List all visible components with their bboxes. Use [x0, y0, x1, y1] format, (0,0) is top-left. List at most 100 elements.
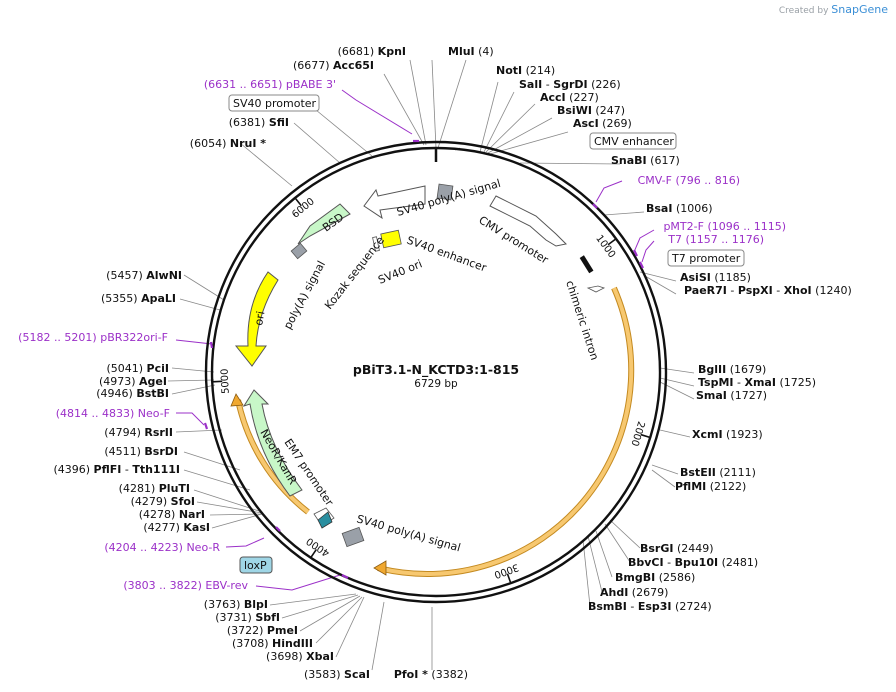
- site-position: (2586): [655, 571, 695, 584]
- box: [589, 132, 677, 150]
- site-position: (3382): [428, 668, 468, 681]
- primer-label: (5182 .. 5201) pBR322ori-F: [18, 331, 168, 344]
- restriction-site-label: BsiWI (247): [557, 104, 625, 117]
- site-position: (1240): [812, 284, 852, 297]
- site-name: RsrII: [144, 426, 173, 439]
- site-position: (1185): [711, 271, 751, 284]
- site-name: PaeR7I: [684, 284, 727, 297]
- sv40-polya-box-bottom: [341, 526, 365, 548]
- site-name: BsmBI: [588, 600, 627, 613]
- site-name: ScaI: [344, 668, 370, 681]
- primer-label: pMT2-F (1096 .. 1115): [663, 220, 786, 233]
- site-name: BsrDI: [144, 445, 178, 458]
- site-name: BstEII: [680, 466, 716, 479]
- restriction-site-label: XcmI (1923): [692, 428, 763, 441]
- site-position: (6054): [190, 137, 230, 150]
- restriction-site-label: BsrGI (2449): [640, 542, 714, 555]
- site-position: (6677): [293, 59, 333, 72]
- primer-name: CMV-F: [638, 174, 676, 187]
- primer-name: pMT2-F: [663, 220, 707, 233]
- restriction-site-label: (4278) NarI: [139, 508, 205, 521]
- restriction-site-label: MluI (4): [448, 45, 494, 58]
- restriction-site-label: (6677) Acc65I: [293, 59, 374, 72]
- restriction-site-label: (5457) AlwNI: [106, 269, 182, 282]
- plasmid-size: 6729 bp: [414, 378, 458, 390]
- primer-label: (4204 .. 4223) Neo-R: [104, 541, 220, 554]
- site-name: Acc65I: [333, 59, 374, 72]
- primer-label: (4814 .. 4833) Neo-F: [56, 407, 170, 420]
- site-position: (1923): [723, 428, 763, 441]
- primer-leader: [341, 89, 413, 135]
- restriction-site-label: (3731) SbfI: [215, 611, 280, 624]
- neor-kanr-arrow: [242, 389, 303, 497]
- site-name: KasI: [183, 521, 210, 534]
- primer-range: (5182 .. 5201): [18, 331, 100, 344]
- primer-name: Neo-F: [138, 407, 170, 420]
- site-position: (3583): [304, 668, 344, 681]
- site-name: HindIII: [272, 637, 313, 650]
- neor-arc-arrowhead: [230, 393, 244, 407]
- restriction-site-label: BglII (1679): [698, 363, 766, 376]
- site-position: (4281): [119, 482, 159, 495]
- site-position: (4973): [99, 375, 139, 388]
- boxed-label-sv40-promoter: SV40 promoter: [228, 94, 320, 112]
- site-name: NotI: [496, 64, 522, 77]
- restriction-site-label: (6381) SfiI: [229, 116, 289, 129]
- site-position: (5355): [101, 292, 141, 305]
- snapgene-brand: Created by SnapGene: [779, 3, 888, 16]
- restriction-site-label: SmaI (1727): [696, 389, 767, 402]
- site-position: (4278): [139, 508, 179, 521]
- box: [228, 94, 320, 112]
- restriction-site-label: AhdI (2679): [600, 586, 668, 599]
- site-name: BsrGI: [640, 542, 673, 555]
- restriction-site-label: AscI (269): [573, 117, 632, 130]
- site-position: (6381): [229, 116, 269, 129]
- site-name: XmaI: [744, 376, 775, 389]
- site-position: (4396): [53, 463, 93, 476]
- primer-range: (3803 .. 3822): [123, 579, 205, 592]
- restriction-site-label: (4396) PflFI - Tth111I: [53, 463, 180, 476]
- restriction-site-label: (4277) KasI: [143, 521, 210, 534]
- ori-arrow: [234, 271, 279, 367]
- site-name: AhdI: [600, 586, 628, 599]
- site-name: Esp3I: [638, 600, 672, 613]
- site-name: PspXI: [738, 284, 773, 297]
- plasmid-outer-ring: [204, 140, 668, 604]
- site-position: (4511): [104, 445, 144, 458]
- restriction-site-label: PfoI * (3382): [394, 668, 468, 681]
- kctd3-insert-arc-fill: [377, 287, 634, 577]
- site-name: BmgBI: [615, 571, 655, 584]
- site-name: BsiWI: [557, 104, 592, 117]
- created-by-text: Created by: [778, 6, 829, 16]
- primer-label: CMV-F (796 .. 816): [638, 174, 740, 187]
- feature-label: Kozak sequence: [322, 234, 387, 312]
- restriction-site-label: (3722) PmeI: [227, 624, 298, 637]
- primer-name: Neo-R: [186, 541, 220, 554]
- sv40-polya-arrow-top: [363, 185, 426, 220]
- restriction-site-label: PflMI (2122): [675, 480, 746, 493]
- site-position: (269): [599, 117, 632, 130]
- restriction-site-label: (4511) BsrDI: [104, 445, 178, 458]
- restriction-site-label: (5355) ApaLI: [101, 292, 176, 305]
- restriction-site-label: (4794) RsrII: [104, 426, 173, 439]
- site-position: (214): [522, 64, 555, 77]
- site-name: XcmI: [692, 428, 723, 441]
- restriction-site-label: TspMI - XmaI (1725): [698, 376, 816, 389]
- leader-lines: [167, 59, 695, 671]
- primer-name: pBR322ori-F: [100, 331, 168, 344]
- site-name: SalI: [519, 78, 542, 91]
- plasmid-name: pBiT3.1-N_KCTD3:1-815: [353, 362, 519, 378]
- restriction-site-label: BstEII (2111): [680, 466, 756, 479]
- site-position: (226): [588, 78, 621, 91]
- site-name: SbfI: [255, 611, 280, 624]
- site-name: PfoI *: [394, 668, 428, 681]
- site-name: SnaBI: [611, 154, 647, 167]
- insert-arrowhead: [373, 560, 387, 576]
- em7-promoter-marker: [317, 511, 333, 529]
- site-position: (1006): [672, 202, 712, 215]
- site-position: (3763): [204, 598, 244, 611]
- bsd-arrow: [297, 203, 351, 245]
- boxed-label-t7-promoter: T7 promoter: [667, 249, 745, 267]
- restriction-site-label: (3583) ScaI: [304, 668, 370, 681]
- site-name: NarI: [179, 508, 205, 521]
